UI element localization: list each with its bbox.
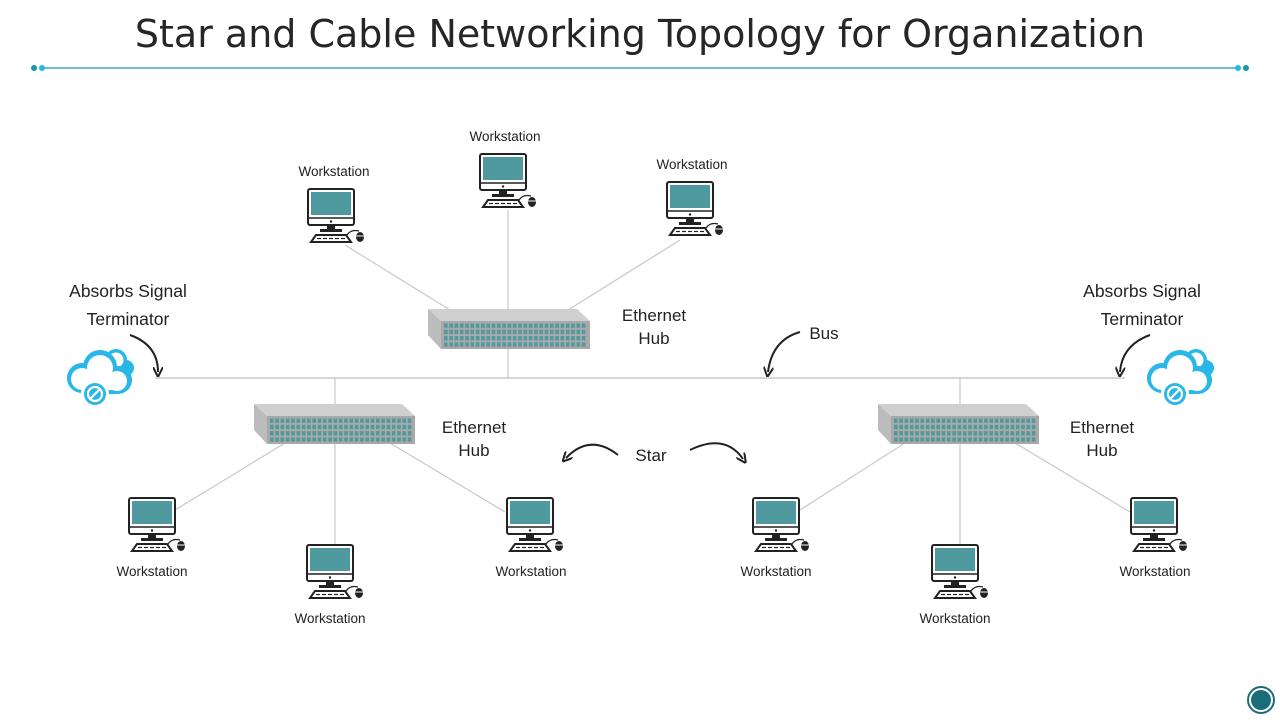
desktop-computer-icon: [931, 544, 988, 599]
terminator-label-left: Absorbs Signal Terminator: [38, 277, 218, 333]
workstation-label: Workstation: [1119, 564, 1191, 579]
desktop-computer-icon: [306, 544, 363, 599]
workstation-label: Workstation: [294, 611, 366, 626]
terminator-label-right: Absorbs Signal Terminator: [1052, 277, 1232, 333]
terminator-label-line2: Terminator: [1100, 309, 1184, 329]
terminator-label-line1: Absorbs Signal: [69, 281, 187, 301]
link-left-hub-ws-1: [174, 442, 286, 511]
ethernet-hub-icon: [878, 404, 1039, 444]
ethernet-hub-label-left: Ethernet Hub: [424, 416, 524, 462]
desktop-computer-icon: [506, 497, 563, 552]
ethernet-hub-label-line2: Hub: [638, 329, 670, 348]
ethernet-hub-label-line2: Hub: [1086, 441, 1118, 460]
desktop-computer-icon: [1130, 497, 1187, 552]
ethernet-hub-icon: [428, 309, 590, 349]
link-top-hub-ws-left: [344, 244, 451, 311]
link-right-hub-ws-1: [799, 442, 906, 511]
workstations: [128, 153, 1187, 599]
ethernet-hub-label-line1: Ethernet: [1069, 418, 1135, 437]
arrow-star-right: [689, 442, 743, 459]
ethernet-hub-label-line1: Ethernet: [441, 418, 507, 437]
ethernet-hub-label-line2: Hub: [458, 441, 490, 460]
desktop-computer-icon: [128, 497, 185, 552]
bus-label: Bus: [809, 324, 839, 343]
star-label: Star: [635, 446, 667, 465]
workstation-label: Workstation: [469, 129, 541, 144]
arrow-terminator-right: [1120, 334, 1151, 372]
terminators: [67, 349, 1214, 408]
workstation-label: Workstation: [919, 611, 991, 626]
link-top-hub-ws-right: [567, 239, 681, 311]
ethernet-hub-icon: [254, 404, 415, 444]
header-divider: [31, 65, 1249, 71]
terminator-label-line1: Absorbs Signal: [1083, 281, 1201, 301]
connection-lines: [155, 210, 1131, 548]
workstation-label: Workstation: [656, 157, 728, 172]
desktop-computer-icon: [307, 188, 364, 243]
arrows: [129, 331, 1151, 459]
workstation-label: Workstation: [298, 164, 370, 179]
arrow-star-left: [566, 443, 619, 458]
workstation-label: Workstation: [116, 564, 188, 579]
workstation-label: Workstation: [740, 564, 812, 579]
ethernet-hub-label-line1: Ethernet: [621, 306, 687, 325]
desktop-computer-icon: [752, 497, 809, 552]
page-title: Star and Cable Networking Topology for O…: [134, 12, 1146, 56]
arrow-bus: [768, 331, 801, 372]
ethernet-hub-label-top: Ethernet Hub: [604, 304, 704, 350]
desktop-computer-icon: [666, 181, 723, 236]
link-left-hub-ws-3: [389, 442, 506, 513]
terminator-label-line2: Terminator: [86, 309, 170, 329]
cloud-block-icon: [67, 349, 134, 408]
ethernet-hub-label-right: Ethernet Hub: [1052, 416, 1152, 462]
ethernet-hubs: [254, 309, 1039, 444]
link-right-hub-ws-3: [1014, 442, 1131, 513]
arrow-terminator-left: [129, 334, 158, 372]
desktop-computer-icon: [479, 153, 536, 208]
workstation-label: Workstation: [495, 564, 567, 579]
cloud-block-icon: [1147, 349, 1214, 408]
circle-nav-icon[interactable]: [1247, 686, 1275, 714]
